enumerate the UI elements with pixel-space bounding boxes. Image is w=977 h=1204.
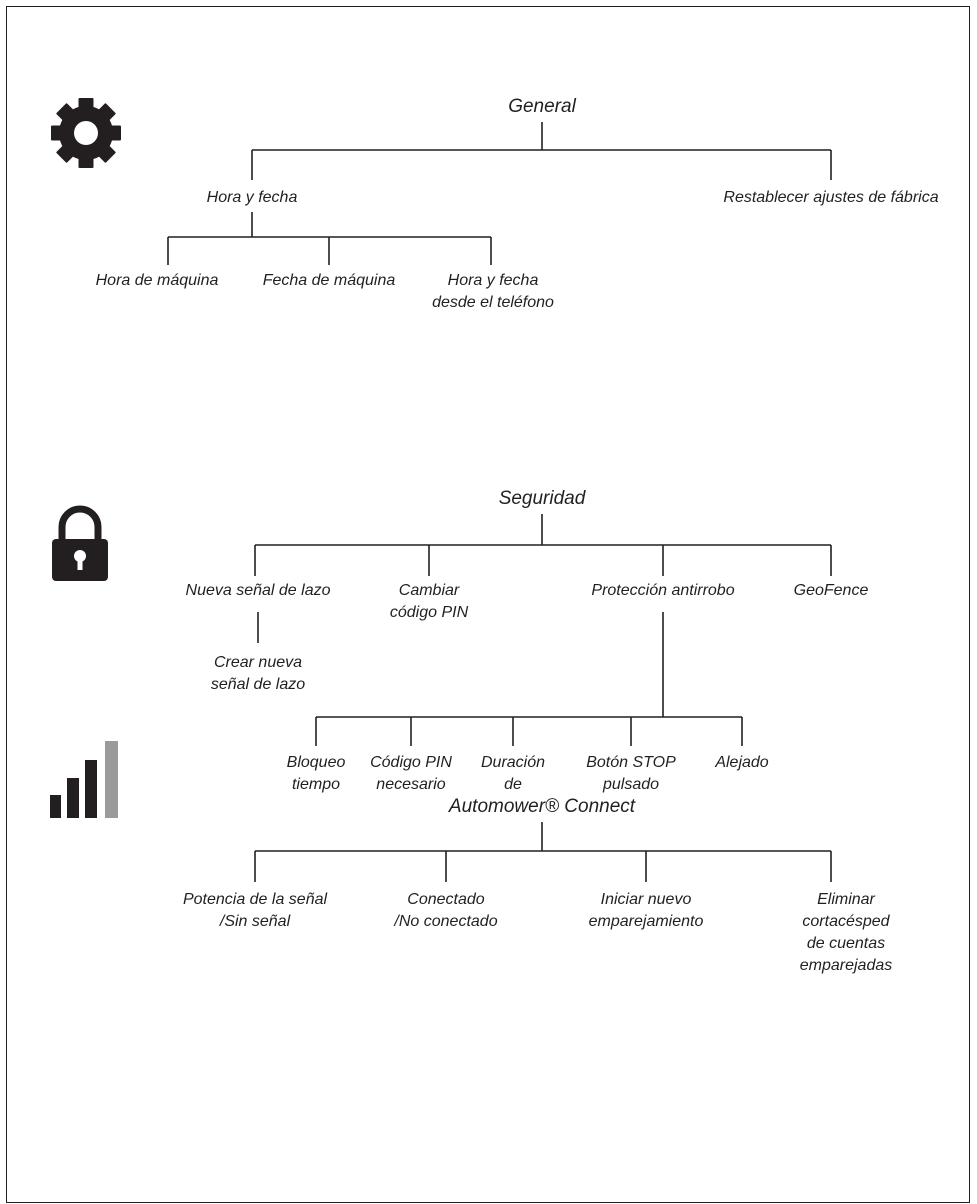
node-restablecer-ajustes: Restablecer ajustes de fábrica <box>723 189 939 206</box>
node-proteccion-antirrobo: Protección antirrobo <box>591 582 735 599</box>
node-geofence: GeoFence <box>793 582 869 599</box>
node-automower-connect: Automower® Connect <box>448 796 636 817</box>
node-seguridad: Seguridad <box>498 488 586 509</box>
node-fecha-de-maquina: Fecha de máquina <box>262 272 396 289</box>
node-general: General <box>508 96 576 117</box>
node-boton-stop-pulsado: Botón STOP pulsado <box>586 754 676 793</box>
node-eliminar-cortacesped: Eliminar cortacésped de cuentas empareja… <box>799 891 893 974</box>
node-codigo-pin-necesario: Código PIN necesario <box>370 754 452 793</box>
signal-strength-icon <box>50 741 118 818</box>
node-potencia-senal: Potencia de la señal /Sin señal <box>182 891 328 930</box>
padlock-icon <box>52 505 108 581</box>
node-nueva-senal-de-lazo: Nueva señal de lazo <box>185 582 331 599</box>
node-duracion: Duración de <box>480 754 546 793</box>
node-hora-de-maquina: Hora de máquina <box>95 272 219 289</box>
node-crear-nueva-senal: Crear nueva señal de lazo <box>210 654 306 693</box>
gear-icon <box>51 98 121 168</box>
node-hora-y-fecha: Hora y fecha <box>206 189 298 206</box>
diagram-frame <box>6 6 970 1203</box>
node-cambiar-codigo-pin: Cambiar código PIN <box>389 582 469 621</box>
node-alejado: Alejado <box>715 754 769 771</box>
node-hora-fecha-telefono: Hora y fecha desde el teléfono <box>432 272 554 311</box>
node-bloqueo-tiempo: Bloqueo tiempo <box>286 754 346 793</box>
node-conectado: Conectado /No conectado <box>394 891 498 930</box>
node-iniciar-emparejamiento: Iniciar nuevo emparejamiento <box>588 891 704 930</box>
